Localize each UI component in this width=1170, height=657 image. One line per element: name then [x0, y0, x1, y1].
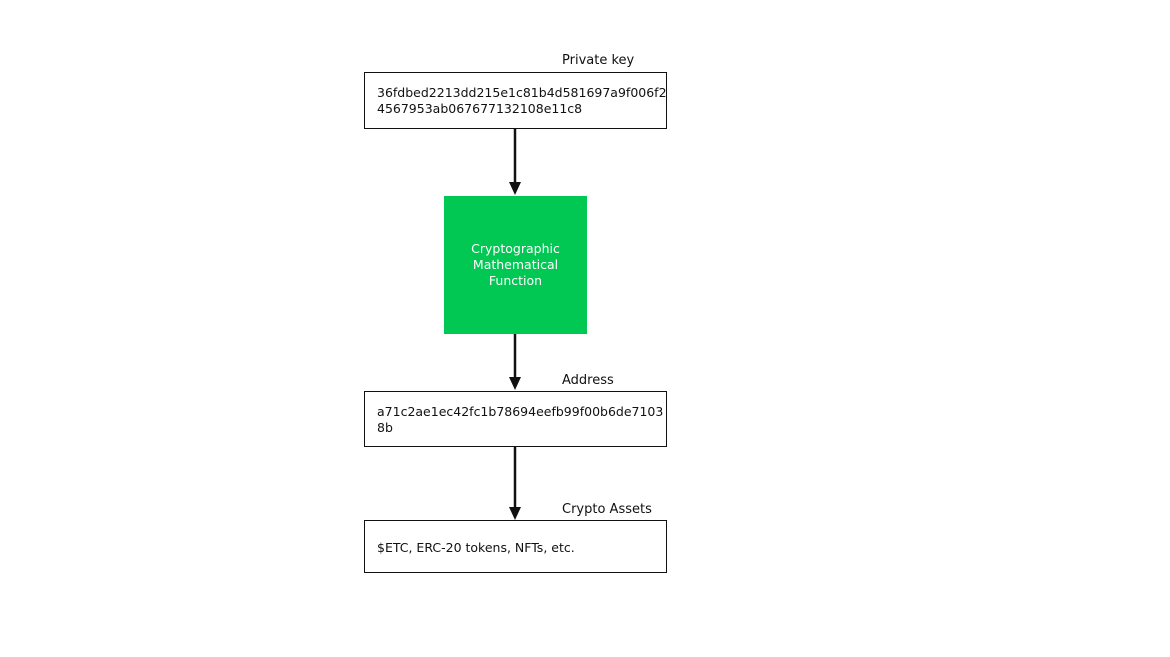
address-line-2: 8b	[377, 420, 393, 435]
arrow-address-to-assets	[509, 446, 521, 520]
function-line-1: Cryptographic	[471, 241, 560, 256]
address-line-1: a71c2ae1ec42fc1b78694eefb99f00b6de7103	[377, 404, 664, 419]
assets-box: $ETC, ERC-20 tokens, NFTs, etc.	[364, 520, 667, 573]
function-line-2: Mathematical	[472, 257, 559, 272]
arrow-function-to-address	[509, 334, 521, 390]
function-line-3: Function	[488, 273, 543, 288]
private-key-box: 36fdbed2213dd215e1c81b4d581697a9f006f2 4…	[364, 72, 667, 129]
private-key-label: Private key	[562, 53, 635, 68]
private-key-line-2: 4567953ab067677132108e11c8	[377, 101, 583, 116]
assets-label: Crypto Assets	[562, 502, 652, 517]
address-box: a71c2ae1ec42fc1b78694eefb99f00b6de7103 8…	[364, 391, 667, 447]
address-label: Address	[562, 373, 614, 388]
assets-line-1: $ETC, ERC-20 tokens, NFTs, etc.	[377, 540, 575, 555]
arrow-key-to-function	[509, 128, 521, 195]
private-key-line-1: 36fdbed2213dd215e1c81b4d581697a9f006f2	[377, 85, 667, 100]
crypto-function-box: Cryptographic Mathematical Function	[444, 196, 587, 334]
